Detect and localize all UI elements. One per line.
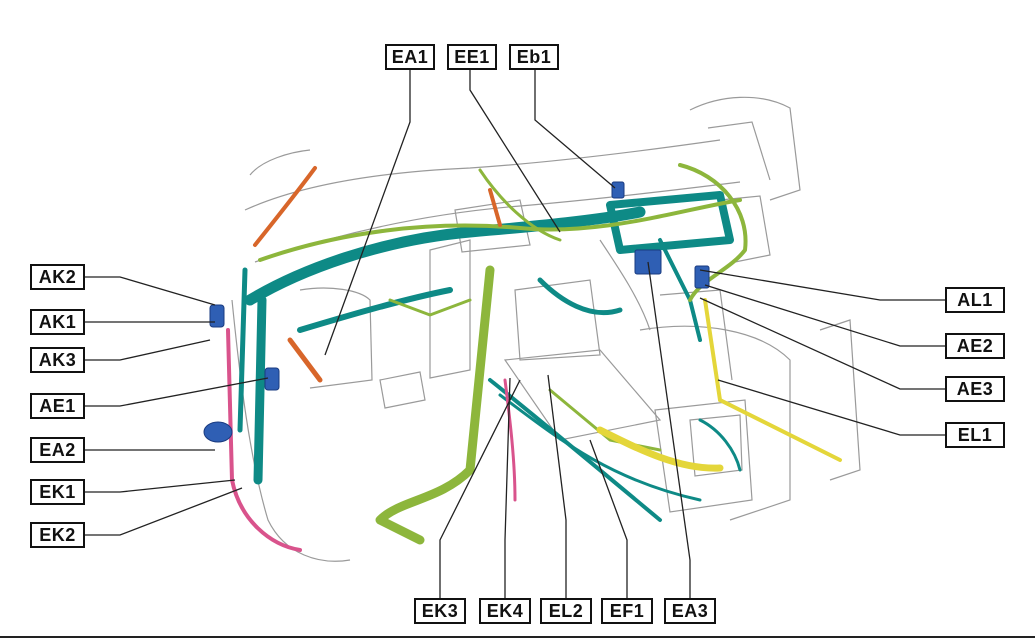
label-ef1: EF1: [601, 598, 653, 624]
label-ek1: EK1: [30, 479, 85, 505]
label-ae3: AE3: [945, 376, 1005, 402]
label-el1: EL1: [945, 422, 1005, 448]
bottom-rule: [0, 636, 1035, 638]
label-ek4: EK4: [479, 598, 531, 624]
green-harness: [258, 163, 748, 545]
label-ea2: EA2: [30, 437, 85, 463]
blue-connectors: [203, 181, 710, 443]
label-ae2: AE2: [945, 333, 1005, 359]
label-ak1: AK1: [30, 309, 85, 335]
label-al1: AL1: [945, 287, 1005, 313]
leader-lines: [85, 70, 945, 598]
pink-harness: [226, 328, 517, 552]
dashboard-outline: [231, 96, 861, 562]
yellow-harness: [596, 298, 842, 472]
orange-harness: [253, 166, 502, 383]
label-ea1: EA1: [385, 44, 435, 70]
label-ea3: EA3: [664, 598, 716, 624]
label-ae1: AE1: [30, 393, 85, 419]
label-ak3: AK3: [30, 347, 85, 373]
label-ee1: EE1: [447, 44, 497, 70]
label-ek3: EK3: [414, 598, 466, 624]
label-ak2: AK2: [30, 264, 85, 290]
label-el2: EL2: [540, 598, 592, 624]
label-ek2: EK2: [30, 522, 85, 548]
label-eb1: Eb1: [509, 44, 559, 70]
teal-harness: [237, 191, 742, 522]
